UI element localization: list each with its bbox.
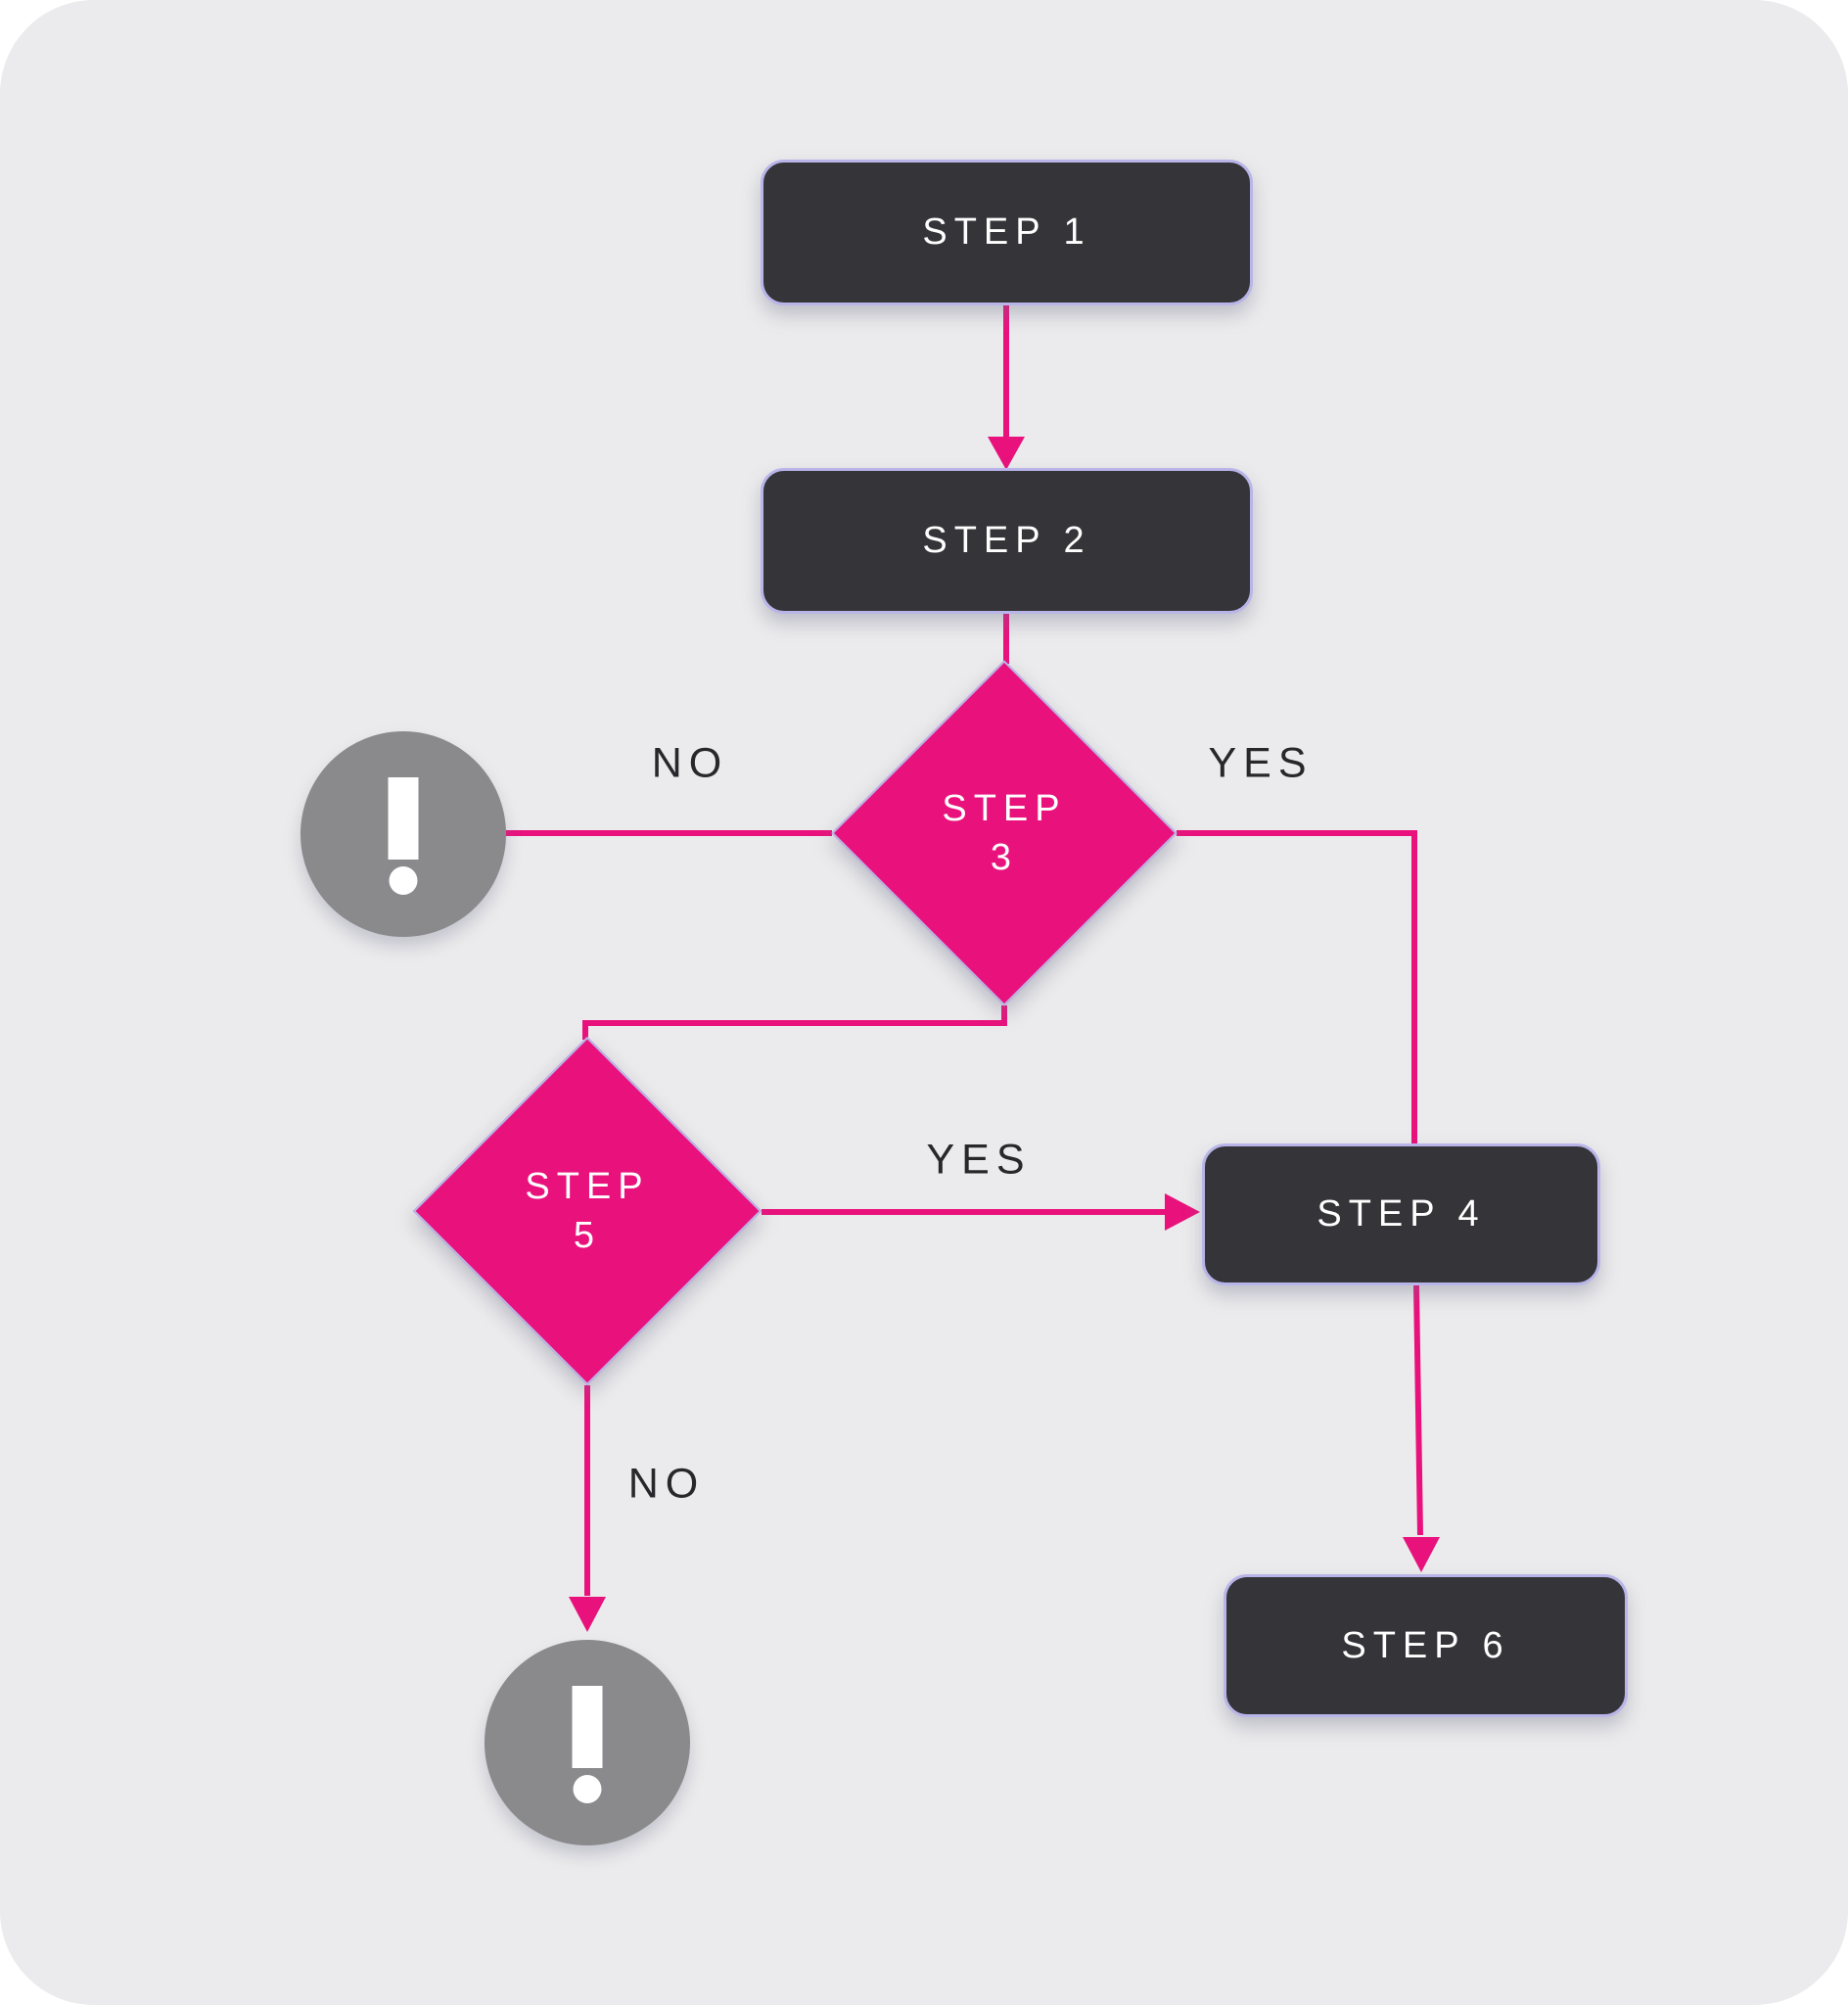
node-step1: STEP 1: [761, 160, 1253, 305]
edge-label-step3-no: NO: [651, 739, 729, 787]
node-step1-label: STEP 1: [922, 211, 1091, 253]
connector-step4-step6: [1413, 1284, 1423, 1536]
connector-step3-step5: [582, 1005, 1007, 1040]
node-step5-label-line2: 5: [573, 1215, 602, 1256]
node-step3-label: STEP 3: [942, 784, 1066, 882]
edge-label-step5-yes: YES: [926, 1136, 1032, 1184]
edge-label-step5-no: NO: [627, 1460, 706, 1508]
arrowhead-step4-step6: [1403, 1537, 1440, 1572]
node-step3-label-line1: STEP: [942, 788, 1067, 829]
arrowhead-step1-step2: [988, 437, 1025, 470]
node-error2: [485, 1640, 690, 1845]
node-step3-label-line2: 3: [990, 837, 1019, 878]
arrowhead-step5-error2: [569, 1597, 606, 1632]
node-step2-label: STEP 2: [922, 520, 1091, 561]
node-step4: STEP 4: [1202, 1143, 1600, 1285]
exclamation-icon: [572, 1686, 603, 1768]
node-step2: STEP 2: [761, 468, 1253, 614]
node-step6: STEP 6: [1224, 1574, 1628, 1717]
edge-label-step3-yes: YES: [1208, 739, 1314, 787]
exclamation-icon: [388, 777, 419, 860]
arrowhead-step5-step4: [1165, 1193, 1200, 1231]
node-step5-label: STEP 5: [525, 1162, 649, 1260]
connector-step3-step4: [1177, 830, 1417, 1143]
exclamation-icon-dot: [573, 1775, 602, 1803]
exclamation-icon-dot: [389, 866, 418, 895]
node-step4-label: STEP 4: [1317, 1193, 1486, 1235]
node-step6-label: STEP 6: [1341, 1624, 1510, 1666]
node-error1: [300, 731, 506, 937]
node-step5-label-line1: STEP: [525, 1166, 650, 1207]
